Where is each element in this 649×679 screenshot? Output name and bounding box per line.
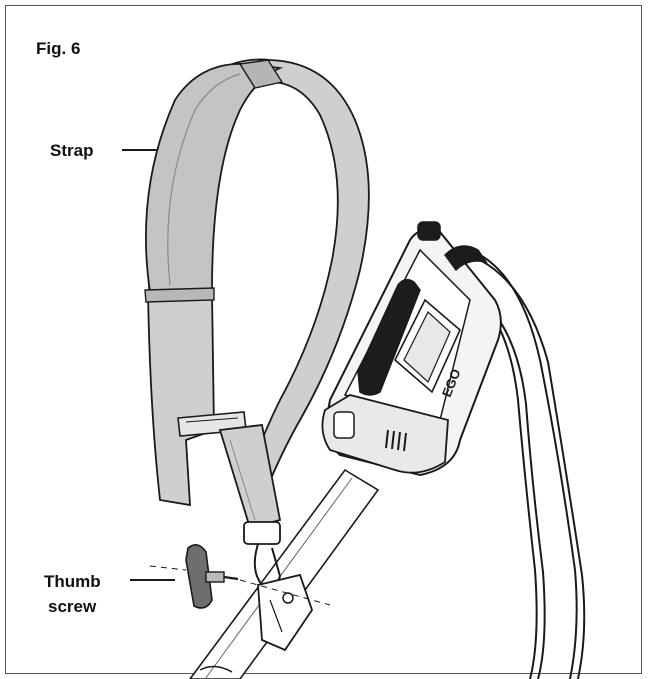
top-knob bbox=[417, 221, 441, 241]
figure-title: Fig. 6 bbox=[36, 39, 80, 58]
vent-slots bbox=[385, 429, 407, 452]
lock-button bbox=[333, 411, 355, 439]
strap-bracket bbox=[257, 573, 313, 652]
shoulder-strap bbox=[144, 58, 370, 530]
trimmer-handle: EGO bbox=[321, 221, 502, 477]
strap-label: Strap bbox=[50, 141, 93, 160]
thumb-screw bbox=[149, 544, 331, 609]
thumb-screw-label-line2: screw bbox=[48, 597, 97, 616]
cord-entry bbox=[444, 245, 488, 272]
power-cord bbox=[469, 249, 586, 679]
thumb-screw-label-line1: Thumb bbox=[44, 572, 101, 591]
grip-pad bbox=[357, 278, 421, 396]
